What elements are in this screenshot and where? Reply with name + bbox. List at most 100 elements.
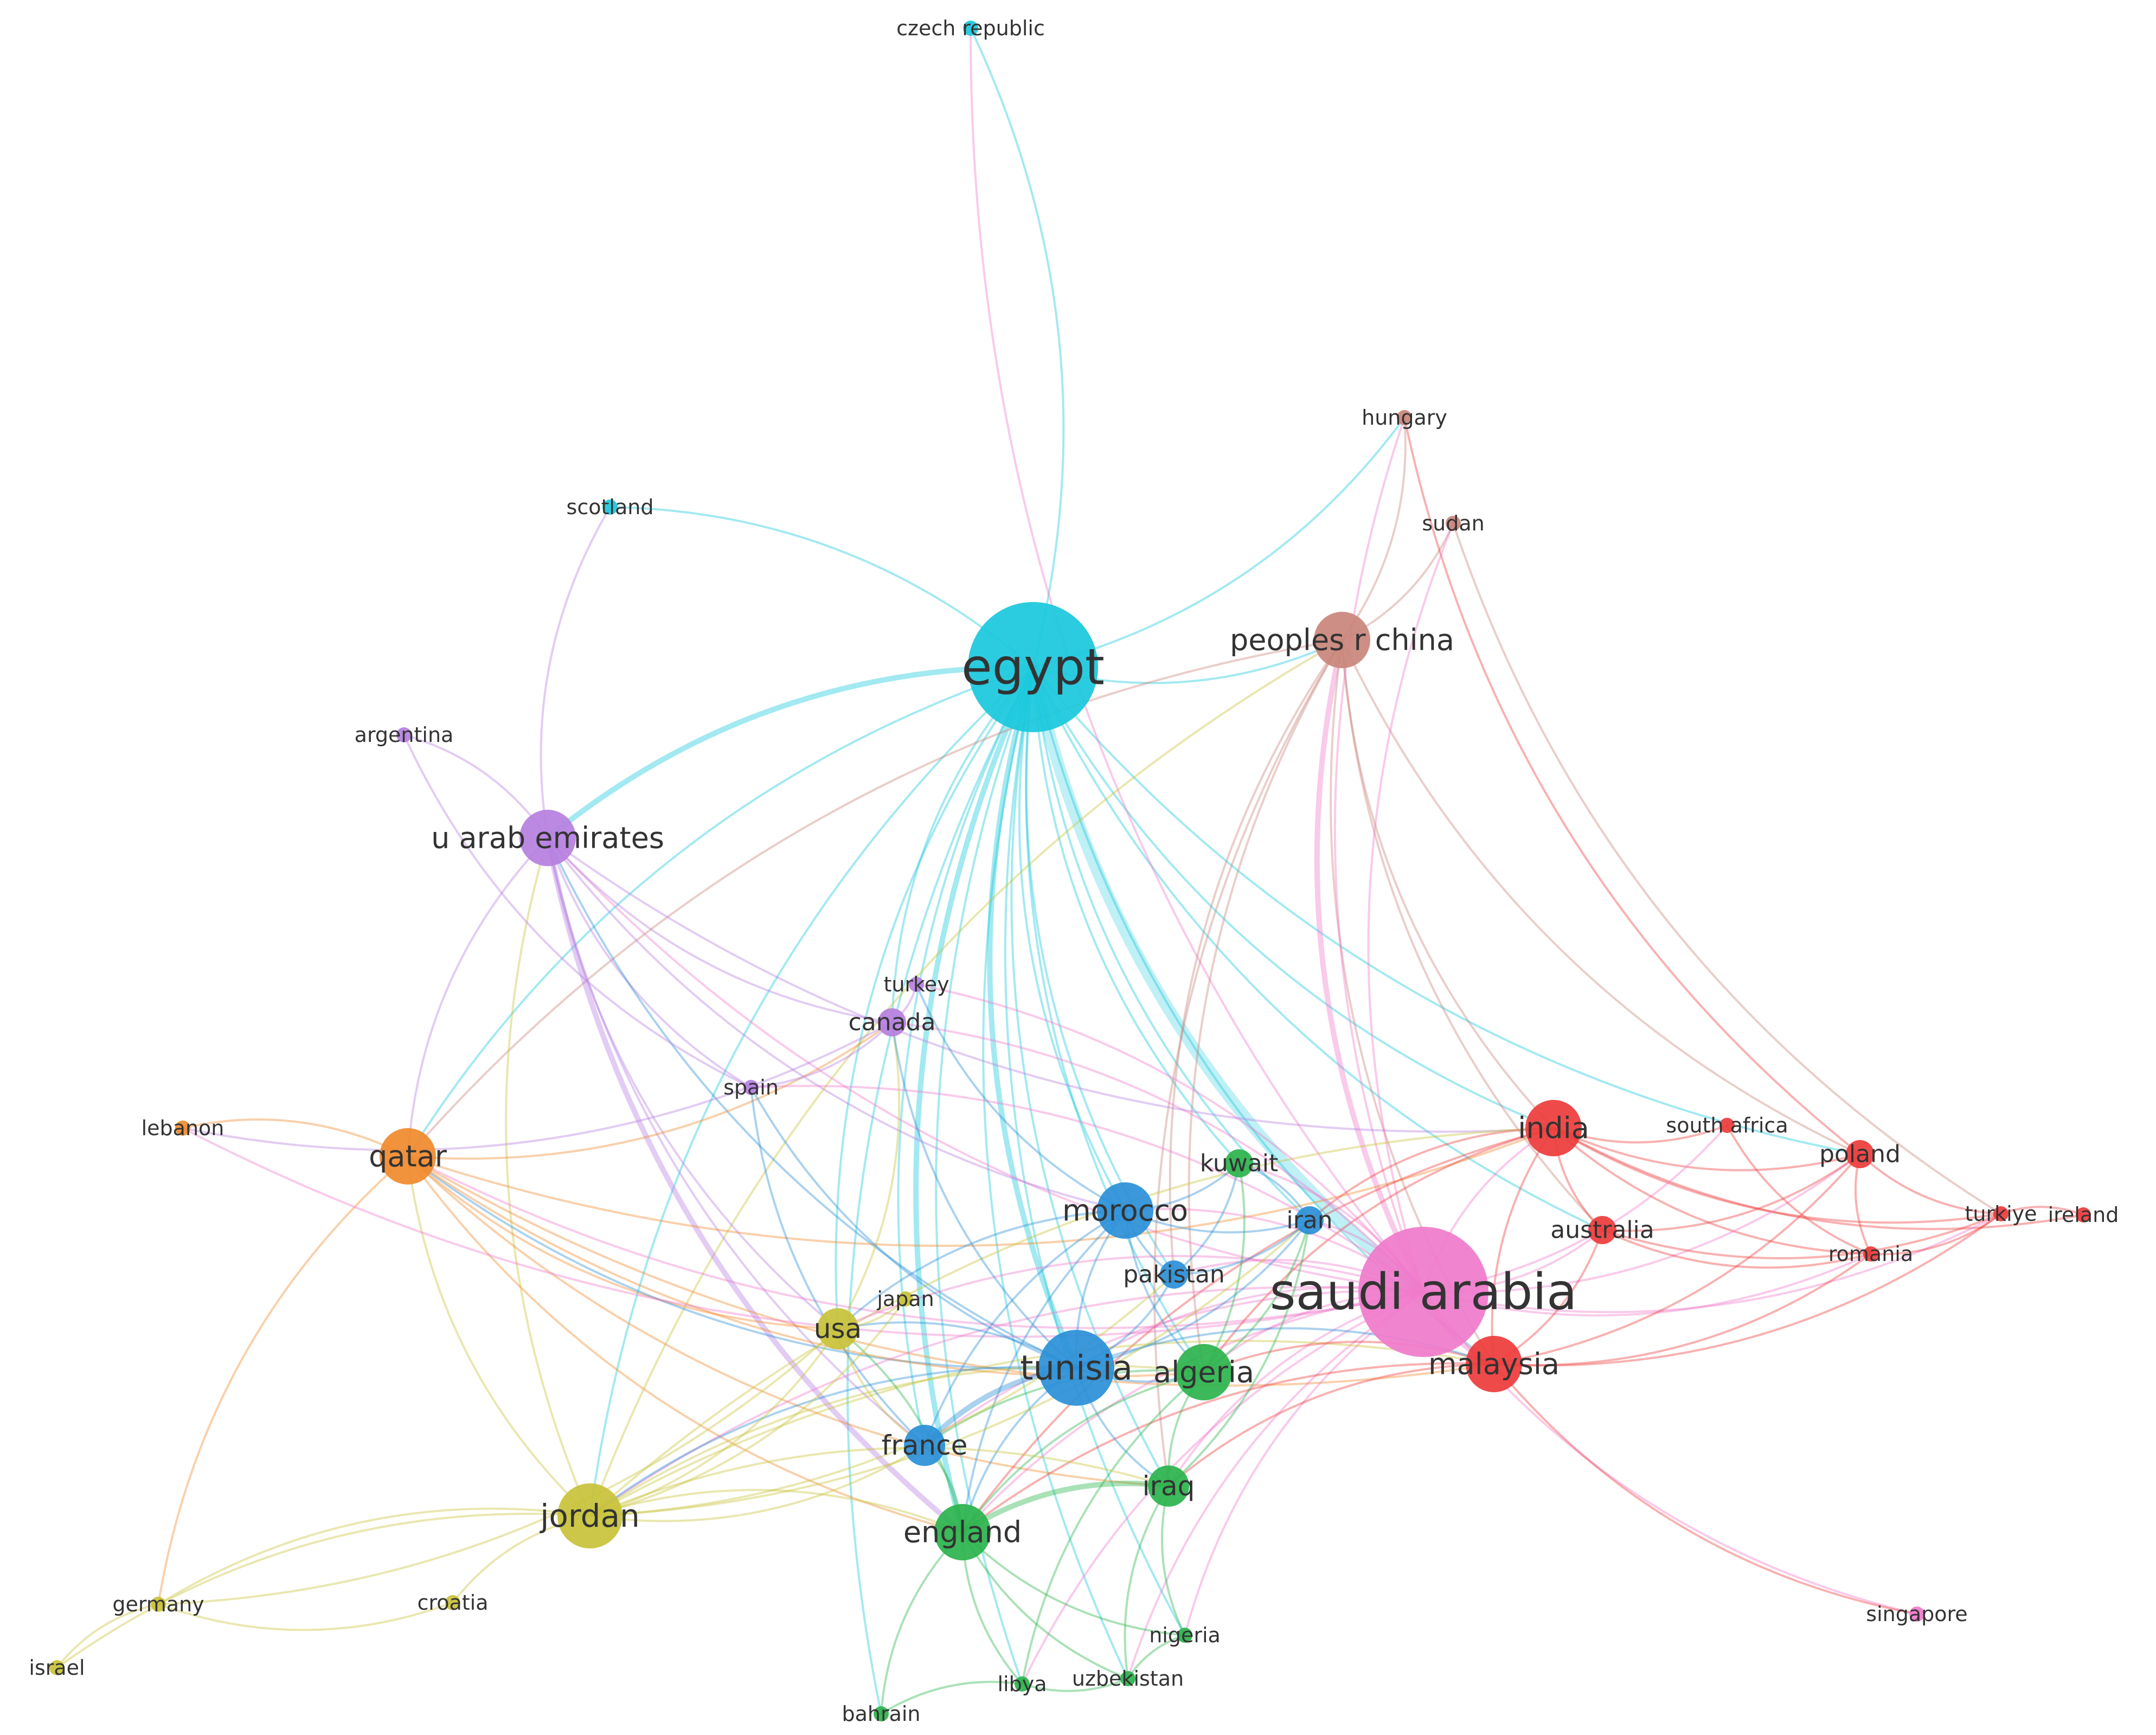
label-jordan: jordan	[539, 1497, 640, 1534]
node-south-africa	[1719, 1118, 1735, 1133]
edge-egypt-scotland	[609, 506, 1034, 668]
node-israel	[49, 1660, 65, 1675]
node-canada	[878, 1008, 906, 1036]
edge-ireland-turkiye	[2000, 1206, 2084, 1216]
label-japan: japan	[876, 1287, 934, 1311]
label-hungary: hungary	[1362, 406, 1447, 430]
edge-qatar-tunisia	[407, 1155, 1077, 1370]
label-bahrain: bahrain	[842, 1702, 920, 1726]
edge-poland-turkiye	[1859, 1153, 2002, 1215]
edge-egypt-france	[897, 666, 1034, 1446]
edge-india-turkiye	[1552, 1127, 2002, 1224]
label-uzbekistan: uzbekistan	[1072, 1667, 1184, 1691]
node-scotland	[602, 500, 618, 515]
node-kuwait	[1225, 1149, 1253, 1177]
edge-egypt-jordan	[589, 666, 1034, 1517]
label-turkey: turkey	[883, 972, 949, 996]
edge-qatar-malaysia	[407, 1155, 1495, 1387]
edge-u_arab_emirates-tunisia	[547, 837, 1077, 1369]
node-bahrain	[874, 1706, 889, 1721]
edge-u_arab_emirates-india	[547, 837, 1555, 1133]
edge-u_arab_emirates-canada	[547, 837, 893, 1023]
node-qatar	[380, 1128, 436, 1185]
edge-iraq-jordan	[589, 1446, 1170, 1517]
edge-england-uzbekistan	[961, 1531, 1129, 1680]
edge-canada-tunisia	[891, 1021, 1077, 1369]
edge-jordan-japan	[589, 1298, 907, 1517]
network-labels: czech republicscotlandegypthungarysudanp…	[29, 16, 2119, 1726]
label-u-arab-emirates: u arab emirates	[431, 821, 664, 855]
edge-morocco-france	[923, 1209, 1126, 1446]
label-saudi-arabia: saudi arabia	[1270, 1263, 1577, 1321]
node-iraq	[1148, 1465, 1189, 1507]
edge-india-jordan	[589, 1127, 1555, 1517]
node-jordan	[557, 1483, 623, 1548]
edge-malaysia-romania	[1493, 1253, 1872, 1367]
edge-peoples_r_china-saudi_arabia	[1314, 637, 1426, 1295]
label-scotland: scotland	[567, 495, 654, 519]
edge-malaysia-poland	[1493, 1153, 1861, 1365]
edge-argentina-spain	[403, 734, 752, 1089]
edge-spain-tunisia	[750, 1086, 1077, 1369]
edge-qatar-jordan	[407, 1155, 591, 1517]
edge-sudan-saudi_arabia	[1367, 522, 1454, 1293]
label-libya: libya	[997, 1672, 1047, 1696]
edge-hungary-poland	[1403, 417, 1861, 1155]
edge-egypt-algeria	[1025, 666, 1205, 1373]
node-egypt	[968, 602, 1098, 732]
edge-india-romania	[1552, 1127, 1872, 1255]
label-france: france	[882, 1430, 968, 1461]
edge-egypt-england	[913, 664, 1036, 1535]
edge-india-malaysia	[1491, 1127, 1555, 1365]
edge-scotland-u_arab_emirates	[540, 506, 611, 839]
edge-germany-croatia	[157, 1602, 454, 1631]
edge-peoples_r_china-australia	[1341, 639, 1603, 1231]
edge-lebanon-canada	[182, 1021, 893, 1151]
edge-germany-israel	[56, 1603, 159, 1669]
edge-peoples_r_china-hungary	[1341, 417, 1407, 641]
network-edges	[56, 27, 2084, 1715]
edge-australia-poland	[1601, 1153, 1861, 1232]
label-croatia: croatia	[418, 1591, 489, 1615]
edge-tunisia-iran	[1075, 1219, 1311, 1369]
edge-jordan-iran	[589, 1219, 1311, 1517]
node-lebanon	[175, 1121, 190, 1136]
node-saudi-arabia	[1358, 1227, 1488, 1357]
label-malaysia: malaysia	[1428, 1347, 1560, 1381]
edge-u_arab_emirates-morocco	[547, 837, 1126, 1212]
edge-saudi_arabia-libya	[1021, 1291, 1425, 1685]
edge-u_arab_emirates-england	[545, 835, 965, 1535]
edge-iraq-iran	[1167, 1219, 1311, 1487]
edge-england-jordan	[589, 1489, 964, 1533]
edge-egypt-uzbekistan	[982, 666, 1129, 1680]
edge-germany-usa	[157, 1328, 839, 1605]
label-india: india	[1518, 1111, 1589, 1145]
label-singapore: singapore	[1866, 1602, 1967, 1626]
edge-spain-france	[750, 1086, 926, 1446]
edge-saudi_arabia-jordan	[589, 1286, 1425, 1517]
edge-algeria-libya	[1021, 1371, 1205, 1685]
edge-u_arab_emirates-qatar	[407, 837, 549, 1157]
edge-egypt-hungary	[1032, 417, 1406, 668]
label-canada: canada	[849, 1009, 936, 1036]
edge-egypt-poland	[1032, 666, 1861, 1155]
edge-saudi_arabia-england	[961, 1291, 1425, 1533]
edge-saudi_arabia-uzbekistan	[1127, 1291, 1425, 1680]
edge-malaysia-algeria	[1203, 1341, 1495, 1373]
edge-saudi_arabia-spain	[750, 1085, 1425, 1293]
node-france	[904, 1425, 945, 1466]
edge-qatar-canada	[407, 1021, 893, 1160]
edge-qatar-lebanon	[182, 1118, 409, 1157]
label-spain: spain	[723, 1075, 779, 1099]
edge-algeria-england	[961, 1371, 1205, 1533]
label-iraq: iraq	[1143, 1470, 1195, 1502]
edge-lebanon-saudi_arabia	[182, 1127, 1425, 1338]
label-usa: usa	[814, 1313, 862, 1345]
edge-england-nigeria	[961, 1531, 1186, 1636]
node-usa	[817, 1308, 858, 1349]
edge-jordan-germany	[157, 1507, 591, 1605]
edge-india-iran	[1308, 1127, 1555, 1221]
node-argentina	[396, 727, 412, 742]
edge-pakistan-kuwait	[1173, 1162, 1240, 1276]
